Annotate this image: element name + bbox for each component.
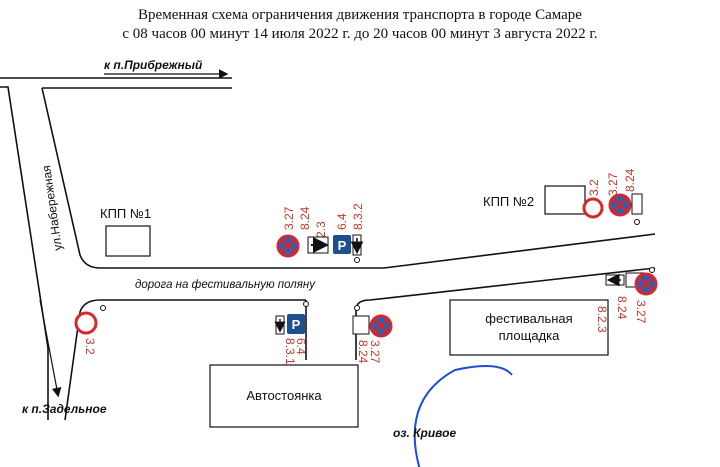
no-stopping-code: 3.27 xyxy=(606,172,620,196)
scheme-title-line2: с 08 часов 00 минут 14 июля 2022 г. до 2… xyxy=(122,26,597,42)
no-entry-code: 3.2 xyxy=(587,179,601,196)
sign-group-1: 3.27 8.24 8.2.3 P 6.4 8.3.2 xyxy=(276,203,365,263)
right-side-plate xyxy=(352,315,370,335)
arrow-down-plate-code: 8.3.2 xyxy=(351,203,365,230)
south-direction-arrow xyxy=(39,299,62,398)
sign-group-4: P 8.3.1 6.4 xyxy=(274,301,309,365)
kpp1-building xyxy=(105,225,151,257)
no-stopping-sign xyxy=(276,234,300,258)
kpp2-label: КПП №2 xyxy=(483,194,534,209)
right-side-plate-code: 8.24 xyxy=(615,296,629,320)
no-stopping-sign xyxy=(634,272,658,296)
parking-lot xyxy=(209,364,359,428)
sign-post-marker xyxy=(649,267,655,273)
north-direction-label: к п.Прибрежный xyxy=(104,58,203,72)
no-stopping-sign xyxy=(608,193,632,217)
parking-sign-letter: P xyxy=(338,238,347,253)
festival-road-north-edge xyxy=(41,87,656,269)
festival-area-label-line1: фестивальная xyxy=(485,311,572,326)
sign-group-3: 8.2.3 8.24 3.27 xyxy=(595,267,658,333)
parking-sign-code: 6.4 xyxy=(294,338,308,355)
no-stopping-code: 3.27 xyxy=(282,206,296,230)
parking-sign xyxy=(333,235,351,254)
kpp1-label: КПП №1 xyxy=(100,206,151,221)
sign-post-marker xyxy=(634,219,640,225)
sign-post-marker xyxy=(354,257,360,263)
kpp2-building xyxy=(544,185,586,215)
no-stopping-code: 3.27 xyxy=(634,300,648,324)
sign-group-2: 3.2 3.27 8.24 xyxy=(582,168,643,225)
no-stopping-sign xyxy=(369,314,393,338)
festival-road-label: дорога на фестивальную поляну xyxy=(135,279,316,291)
no-stopping-code: 3.27 xyxy=(368,340,382,364)
naberezhnaya-street-label: ул.Набережная xyxy=(39,165,65,252)
parking-area-plate-code: 8.3.1 xyxy=(283,338,297,365)
sign-post-marker xyxy=(354,305,360,311)
lake-label: оз. Кривое xyxy=(393,426,456,440)
no-entry-sign xyxy=(582,197,604,219)
parking-sign-letter: P xyxy=(292,317,301,332)
parking-sign xyxy=(287,314,305,334)
right-side-plate-code: 8.24 xyxy=(623,168,637,192)
south-direction-label: к п.Задельное xyxy=(22,402,107,416)
sign-group-6: 3.2 xyxy=(74,305,106,355)
scheme-title-line1: Временная схема ограничения движения тра… xyxy=(138,7,582,23)
sign-post-marker xyxy=(303,301,309,307)
festival-area-label-line2: площадка xyxy=(499,328,560,343)
parking-sign-code: 6.4 xyxy=(335,213,349,230)
festival-area xyxy=(449,299,609,356)
festival-road-south-edge-west xyxy=(64,299,306,421)
arrow-left-plate-code: 8.2.3 xyxy=(595,306,609,333)
sign-group-5: 8.24 3.27 xyxy=(352,305,393,364)
sign-post-marker xyxy=(100,305,106,311)
right-side-plate-code: 8.24 xyxy=(356,340,370,364)
naberezhnaya-west-edge xyxy=(0,86,49,420)
right-side-plate-code: 8.24 xyxy=(298,206,312,230)
no-entry-sign xyxy=(74,311,98,335)
right-side-plate xyxy=(631,193,643,215)
lake-shoreline xyxy=(413,365,513,467)
no-entry-code: 3.2 xyxy=(83,338,97,355)
parking-lot-label: Автостоянка xyxy=(246,388,322,403)
